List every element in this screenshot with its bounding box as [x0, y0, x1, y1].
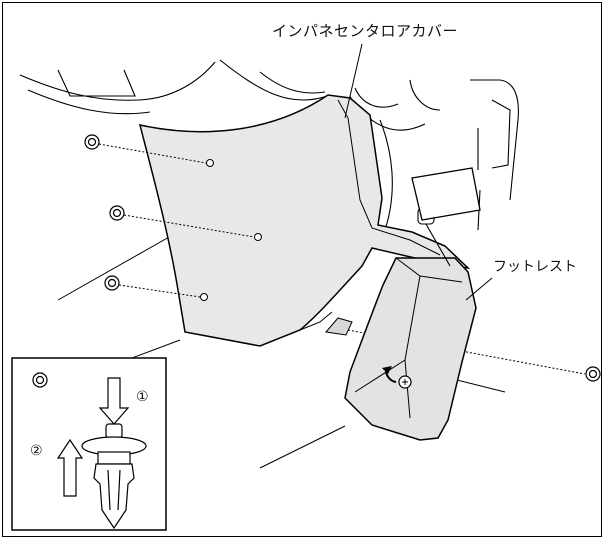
cover-fold-line — [337, 99, 441, 256]
footrest — [344, 257, 477, 441]
footrest-label: フットレスト — [493, 259, 577, 275]
cover-tab — [325, 317, 353, 336]
cover-clip-holes — [200, 159, 262, 301]
dashboard-block — [411, 167, 481, 221]
footrest-screw — [398, 375, 412, 389]
rotate-arrow-head — [382, 366, 392, 374]
removed-clips-left — [84, 134, 125, 291]
step-2-marker: ② — [30, 443, 43, 459]
push-rivet-clip — [81, 423, 147, 530]
removed-clip-right — [585, 366, 601, 382]
leader-lines — [344, 43, 493, 301]
push-down-arrow-icon — [98, 377, 130, 425]
cover-bottom-edge — [299, 311, 333, 331]
center-lower-cover — [138, 94, 471, 347]
step-1-marker: ① — [136, 389, 149, 405]
footrest-edge — [354, 257, 463, 419]
pull-up-arrow-icon — [56, 438, 84, 497]
inset-clip-icon — [32, 372, 48, 388]
cover-label: インパネセンタロアカバー — [272, 22, 459, 40]
figure-frame — [2, 2, 602, 537]
